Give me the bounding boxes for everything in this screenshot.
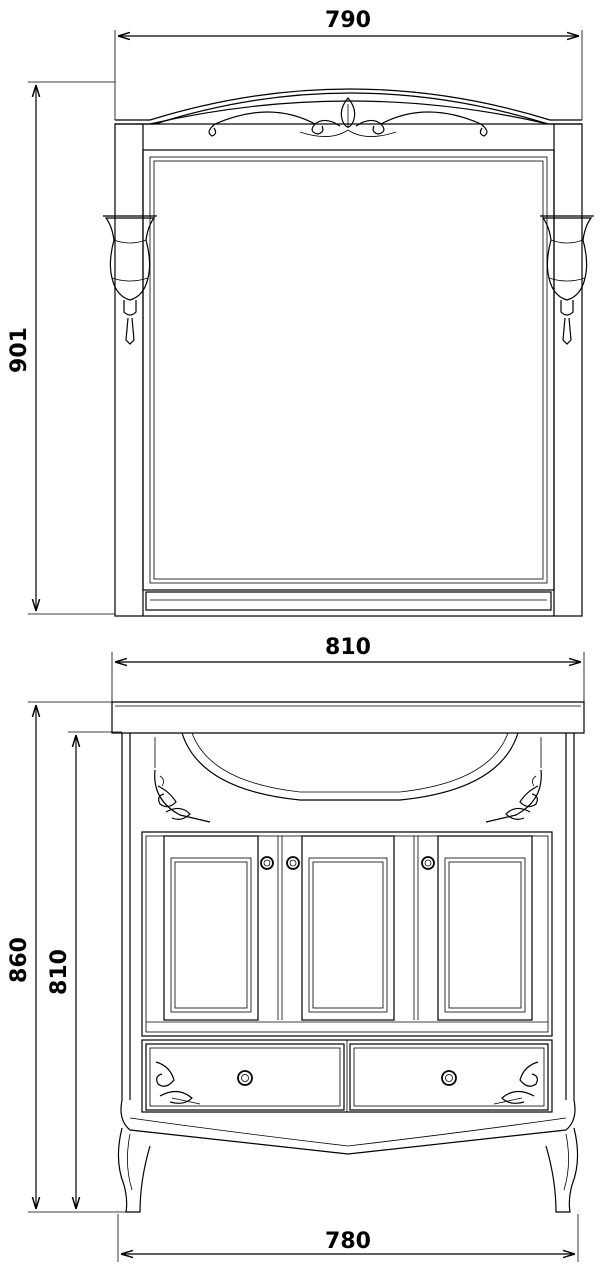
drawer-knob-right bbox=[441, 1070, 457, 1086]
dim-label-vanity-top-width: 810 bbox=[325, 635, 371, 660]
dim-label-vanity-base-width: 780 bbox=[325, 1229, 371, 1254]
dimension-vanity-top-width: 810 bbox=[111, 635, 585, 702]
door-right bbox=[437, 835, 533, 1021]
door-knob-3 bbox=[421, 856, 435, 870]
left-corner-bracket bbox=[154, 769, 211, 823]
drawer-ornament-left bbox=[155, 1061, 201, 1105]
right-corner-bracket bbox=[485, 769, 542, 823]
door-left bbox=[163, 835, 259, 1021]
dim-label-vanity-cabinet-height: 810 bbox=[47, 949, 72, 995]
dimension-vanity-base-width: 780 bbox=[117, 1214, 579, 1262]
dimension-vanity-total-height: 860 bbox=[7, 701, 130, 1213]
drawer-knob-left bbox=[237, 1070, 253, 1086]
dimension-mirror-width: 790 bbox=[114, 8, 583, 120]
vanity-drawing: 810 860 810 780 bbox=[7, 635, 585, 1262]
dimension-mirror-height: 901 bbox=[7, 81, 115, 615]
door-knob-2 bbox=[286, 856, 300, 870]
dim-label-mirror-height: 901 bbox=[7, 327, 32, 373]
mirror-drawing: 790 901 bbox=[7, 8, 594, 617]
crest-ornament bbox=[208, 97, 488, 137]
drawer-left bbox=[145, 1043, 345, 1111]
right-sconce bbox=[540, 215, 594, 345]
dim-label-vanity-total-height: 860 bbox=[7, 937, 32, 983]
drawer-right bbox=[349, 1043, 549, 1111]
dim-label-mirror-width: 790 bbox=[325, 8, 371, 33]
left-sconce bbox=[103, 215, 157, 345]
dimension-vanity-cabinet-height: 810 bbox=[47, 731, 122, 1209]
door-center bbox=[301, 835, 395, 1021]
door-knob-1 bbox=[260, 856, 274, 870]
drawer-ornament-right bbox=[493, 1061, 539, 1105]
leg-left bbox=[117, 1127, 151, 1213]
leg-right bbox=[545, 1127, 579, 1213]
